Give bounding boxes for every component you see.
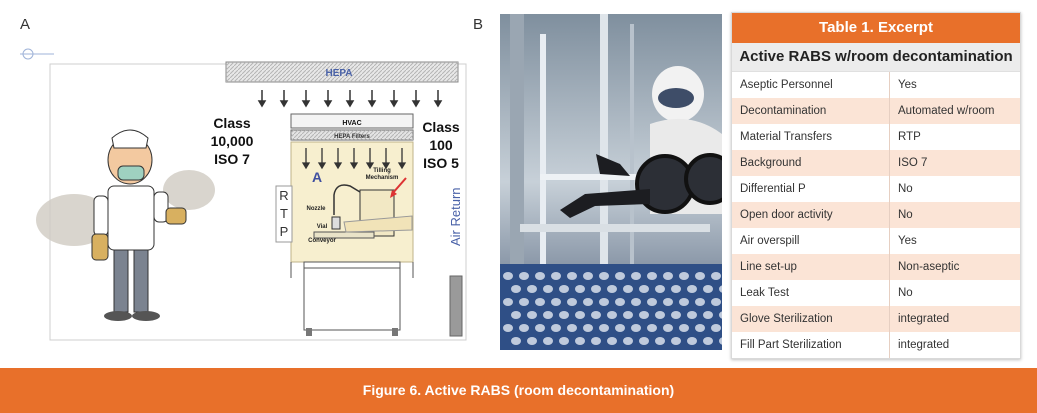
tilling-label-line1: Tilling — [373, 168, 391, 174]
table-row: Background ISO 7 — [732, 150, 1020, 176]
table-cell-parameter: Fill Part Sterilization — [732, 332, 890, 358]
table-cell-parameter: Glove Sterilization — [732, 306, 890, 332]
table-cell-value: ISO 7 — [898, 157, 928, 169]
table-row: Leak Test No — [732, 280, 1020, 306]
airflow-arrows-top — [257, 90, 443, 108]
class-left-line3: ISO 7 — [214, 151, 250, 167]
class-left-line2: 10,000 — [211, 133, 254, 149]
class-right-line1: Class — [422, 119, 460, 135]
table-cell-parameter: Differential P — [732, 176, 890, 202]
table-row: Aseptic Personnel Yes — [732, 72, 1020, 98]
rabs-zone — [290, 141, 414, 263]
table-cell-value: Automated w/room — [898, 105, 995, 117]
hepa-label: HEPA — [325, 68, 352, 79]
table-cell-parameter: Line set-up — [732, 254, 890, 280]
cleanroom-diagram-svg: HEPA Class 10,000 ISO 7 Class 100 ISO 5 … — [20, 48, 467, 341]
panel-label-b: B — [473, 16, 484, 33]
rtp-letter-r: R — [279, 188, 288, 203]
rtp-port — [275, 185, 293, 243]
table-row: Line set-up Non-aseptic — [732, 254, 1020, 280]
table-row: Air overspill Yes — [732, 228, 1020, 254]
table-cell-value: Non-aseptic — [898, 261, 960, 273]
table-cell-value: Yes — [898, 235, 917, 247]
table-cell-value: Yes — [898, 79, 917, 91]
table-cell-parameter: Decontamination — [732, 98, 890, 124]
machine-table — [303, 261, 401, 331]
table-cell-parameter: Aseptic Personnel — [732, 72, 890, 98]
class-right-line2: 100 — [429, 137, 453, 153]
hvac-label: HVAC — [342, 120, 361, 127]
figure-caption: Figure 6. Active RABS (room decontaminat… — [0, 368, 1037, 413]
class-right-line3: ISO 5 — [423, 155, 459, 171]
hepa-filters-label: HEPA Filters — [334, 134, 370, 140]
table-cell-value: No — [898, 209, 913, 221]
cleanroom-diagram: HEPA Class 10,000 ISO 7 Class 100 ISO 5 … — [14, 10, 474, 350]
table-cell-parameter: Air overspill — [732, 228, 890, 254]
rabs-photo — [500, 14, 722, 350]
table-cell-parameter: Material Transfers — [732, 124, 890, 150]
table-cell-value: No — [898, 287, 913, 299]
excerpt-table: Table 1. Excerpt Active RABS w/room deco… — [731, 12, 1021, 359]
table-row: Material Transfers RTP — [732, 124, 1020, 150]
table-cell-value: integrated — [898, 339, 950, 351]
rtp-letter-p: P — [280, 224, 289, 239]
table-row: Decontamination Automated w/room — [732, 98, 1020, 124]
worker-illustration — [36, 129, 215, 321]
vial-label: Vial — [317, 224, 328, 230]
nozzle-label: Nozzle — [306, 206, 326, 212]
table-cell-parameter: Leak Test — [732, 280, 890, 306]
air-return-label: Air Return — [448, 187, 463, 246]
table-cell-parameter: Open door activity — [732, 202, 890, 228]
zone-a-label: A — [312, 169, 322, 185]
table-cell-value: RTP — [898, 131, 921, 143]
air-return-duct — [449, 275, 463, 337]
table-row: Open door activity No — [732, 202, 1020, 228]
table-row: Differential P No — [732, 176, 1020, 202]
conveyor-label: Conveyor — [308, 238, 336, 244]
table-title: Table 1. Excerpt — [732, 13, 1020, 43]
table-cell-value: integrated — [898, 313, 950, 325]
table-cell-value: No — [898, 183, 913, 195]
class-left-line1: Class — [213, 115, 251, 131]
hvac-box — [290, 113, 414, 129]
rtp-letter-t: T — [280, 206, 288, 221]
table-row: Fill Part Sterilization integrated — [732, 332, 1020, 358]
table-subtitle: Active RABS w/room decontamination — [732, 43, 1020, 72]
rabs-photo-svg — [500, 14, 722, 350]
panel-label-a: A — [20, 16, 31, 33]
table-cell-parameter: Background — [732, 150, 890, 176]
tilling-label-line2: Mechanism — [366, 175, 399, 181]
airflow-arrows-rabs — [301, 148, 407, 170]
table-row: Glove Sterilization integrated — [732, 306, 1020, 332]
